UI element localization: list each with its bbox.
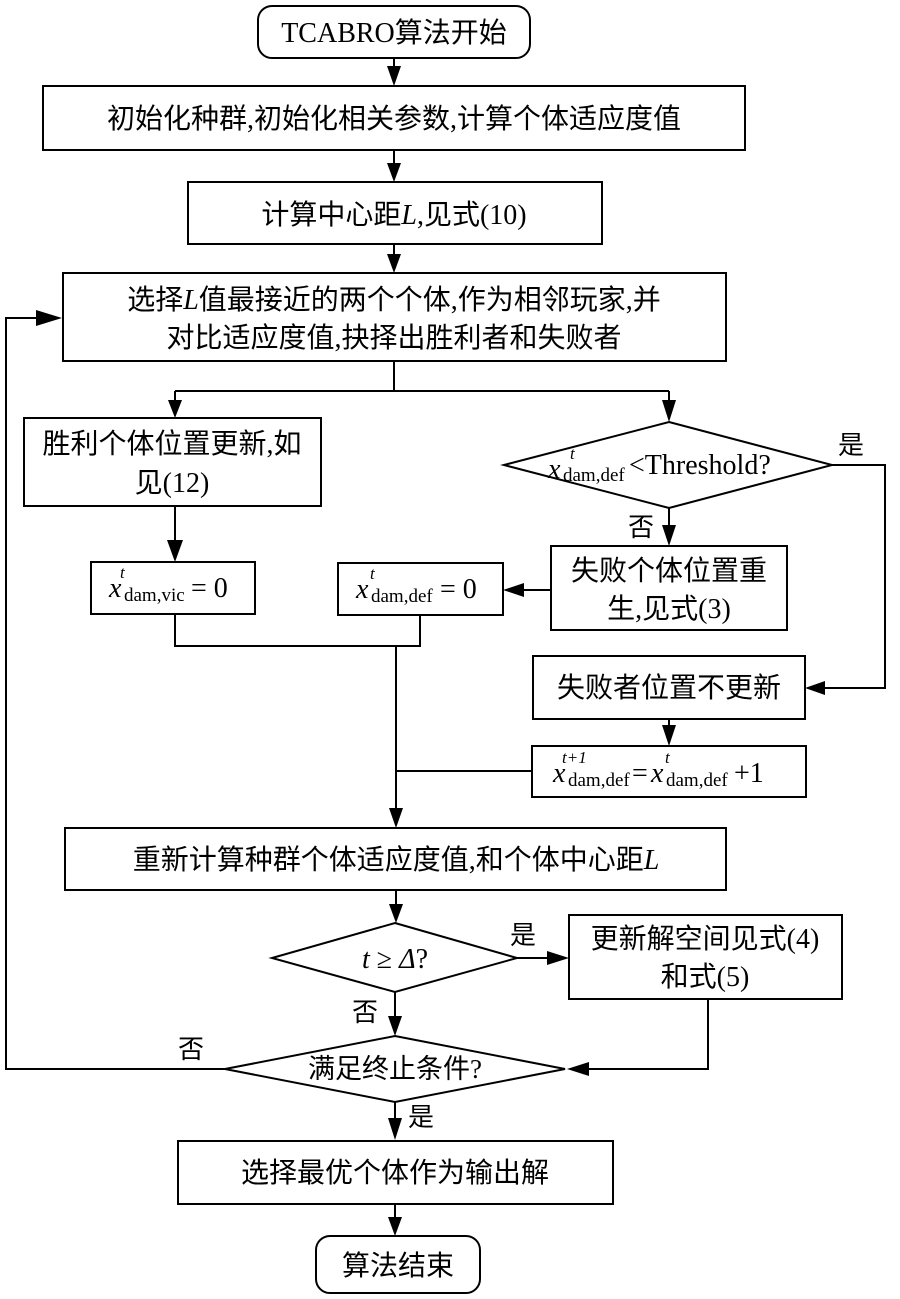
loser-rebirth-line1: 失败个体位置重	[571, 555, 767, 587]
loser-reset-formula: x t dam,def = 0	[355, 564, 477, 607]
svg-text:x: x	[650, 758, 664, 789]
update-space-line2: 和式(5)	[661, 961, 750, 993]
threshold-condition: x t dam,def <Threshold?	[547, 444, 771, 486]
arrow-head-icon	[662, 525, 676, 546]
loser-no-update-box	[532, 655, 806, 720]
loser-rebirth-line2: 生,见式(3)	[607, 593, 731, 625]
select-best-label: 选择最优个体作为输出解	[241, 1157, 549, 1189]
update-space-line1: 更新解空间见式(4)	[591, 923, 820, 955]
loser-rebirth-box	[550, 545, 788, 631]
connector-loop-back	[5, 317, 225, 1070]
select-pair-box	[62, 272, 727, 362]
arrow-head-icon	[547, 951, 569, 965]
winner-reset-box	[90, 561, 256, 615]
svg-text:t: t	[570, 444, 576, 463]
svg-text:x: x	[552, 758, 566, 789]
arrow-head-icon	[662, 400, 676, 422]
start-label: TCABRO算法开始	[281, 17, 507, 49]
arrow-head-icon	[389, 904, 403, 923]
svg-text:t: t	[665, 748, 671, 767]
termination-condition: 满足终止条件?	[308, 1054, 482, 1084]
svg-text:dam,def: dam,def	[563, 465, 625, 486]
svg-text:dam,def: dam,def	[371, 586, 433, 607]
init-label: 初始化种群,初始化相关参数,计算个体适应度值	[107, 103, 681, 135]
svg-text:x: x	[547, 454, 561, 485]
threshold-yes-label: 是	[838, 431, 864, 460]
loser-reset-box	[337, 562, 504, 616]
select-pair-line1: 选择L值最接近的两个个体,作为相邻玩家,并	[127, 284, 661, 316]
end-terminal	[315, 1235, 481, 1294]
svg-text:=: =	[632, 758, 648, 789]
update-space-box	[568, 914, 843, 1000]
select-best-box	[177, 1140, 614, 1205]
select-pair-line2: 对比适应度值,抉择出胜利者和失败者	[166, 322, 621, 354]
svg-text:= 0: = 0	[440, 574, 477, 605]
arrow-head-icon	[167, 540, 183, 562]
end-label: 算法结束	[342, 1250, 454, 1282]
init-box	[42, 85, 746, 151]
svg-text:<Threshold?: <Threshold?	[629, 450, 771, 481]
center-distance-label: 计算中心距L,见式(10)	[261, 199, 526, 231]
svg-text:t: t	[120, 563, 126, 582]
svg-text:dam,vic: dam,vic	[124, 585, 185, 606]
arrow-head-icon	[388, 1118, 402, 1140]
winner-update-line1: 胜利个体位置更新,如	[42, 428, 301, 460]
svg-text:= 0: = 0	[191, 573, 228, 604]
recompute-box	[64, 827, 727, 891]
delta-condition: t ≥ Δ?	[362, 944, 428, 975]
winner-update-line2: 见(12)	[135, 468, 210, 499]
delta-no-label: 否	[352, 998, 378, 1027]
arrow-head-icon	[662, 725, 676, 746]
arrow-head-icon	[503, 583, 524, 597]
loser-no-update-label: 失败者位置不更新	[557, 672, 781, 704]
svg-text:dam,def: dam,def	[568, 770, 630, 791]
arrow-head-icon	[388, 1016, 402, 1036]
connector-merge-resets	[174, 614, 421, 647]
arrow-head-icon	[387, 254, 401, 273]
arrow-head-icon	[36, 310, 62, 326]
delta-yes-label: 是	[510, 921, 536, 950]
arrow-head-icon	[567, 1062, 589, 1076]
svg-text:+1: +1	[734, 758, 764, 789]
winner-update-box	[23, 417, 322, 507]
arrow-head-icon	[805, 681, 825, 695]
loser-increment-box	[531, 745, 807, 798]
arrow-head-icon	[387, 66, 401, 86]
connector-threshold-yes	[822, 464, 886, 689]
svg-text:dam,def: dam,def	[666, 770, 728, 791]
termination-no-label: 否	[178, 1035, 204, 1064]
connector-update-termination	[588, 999, 709, 1070]
winner-reset-formula: x t dam,vic = 0	[108, 563, 228, 606]
termination-yes-label: 是	[408, 1103, 434, 1132]
arrow-head-icon	[387, 163, 401, 182]
threshold-no-label: 否	[628, 513, 654, 542]
svg-text:x: x	[108, 573, 122, 604]
arrow-head-icon	[389, 808, 403, 828]
recompute-label: 重新计算种群个体适应度值,和个体中心距L	[133, 844, 660, 876]
arrow-head-icon	[168, 400, 182, 418]
svg-text:t: t	[370, 564, 376, 583]
loser-increment-formula: x t+1 dam,def = x t dam,def +1	[552, 748, 764, 791]
arrow-head-icon	[388, 1217, 402, 1236]
svg-text:t+1: t+1	[562, 748, 587, 767]
svg-text:x: x	[355, 574, 369, 605]
